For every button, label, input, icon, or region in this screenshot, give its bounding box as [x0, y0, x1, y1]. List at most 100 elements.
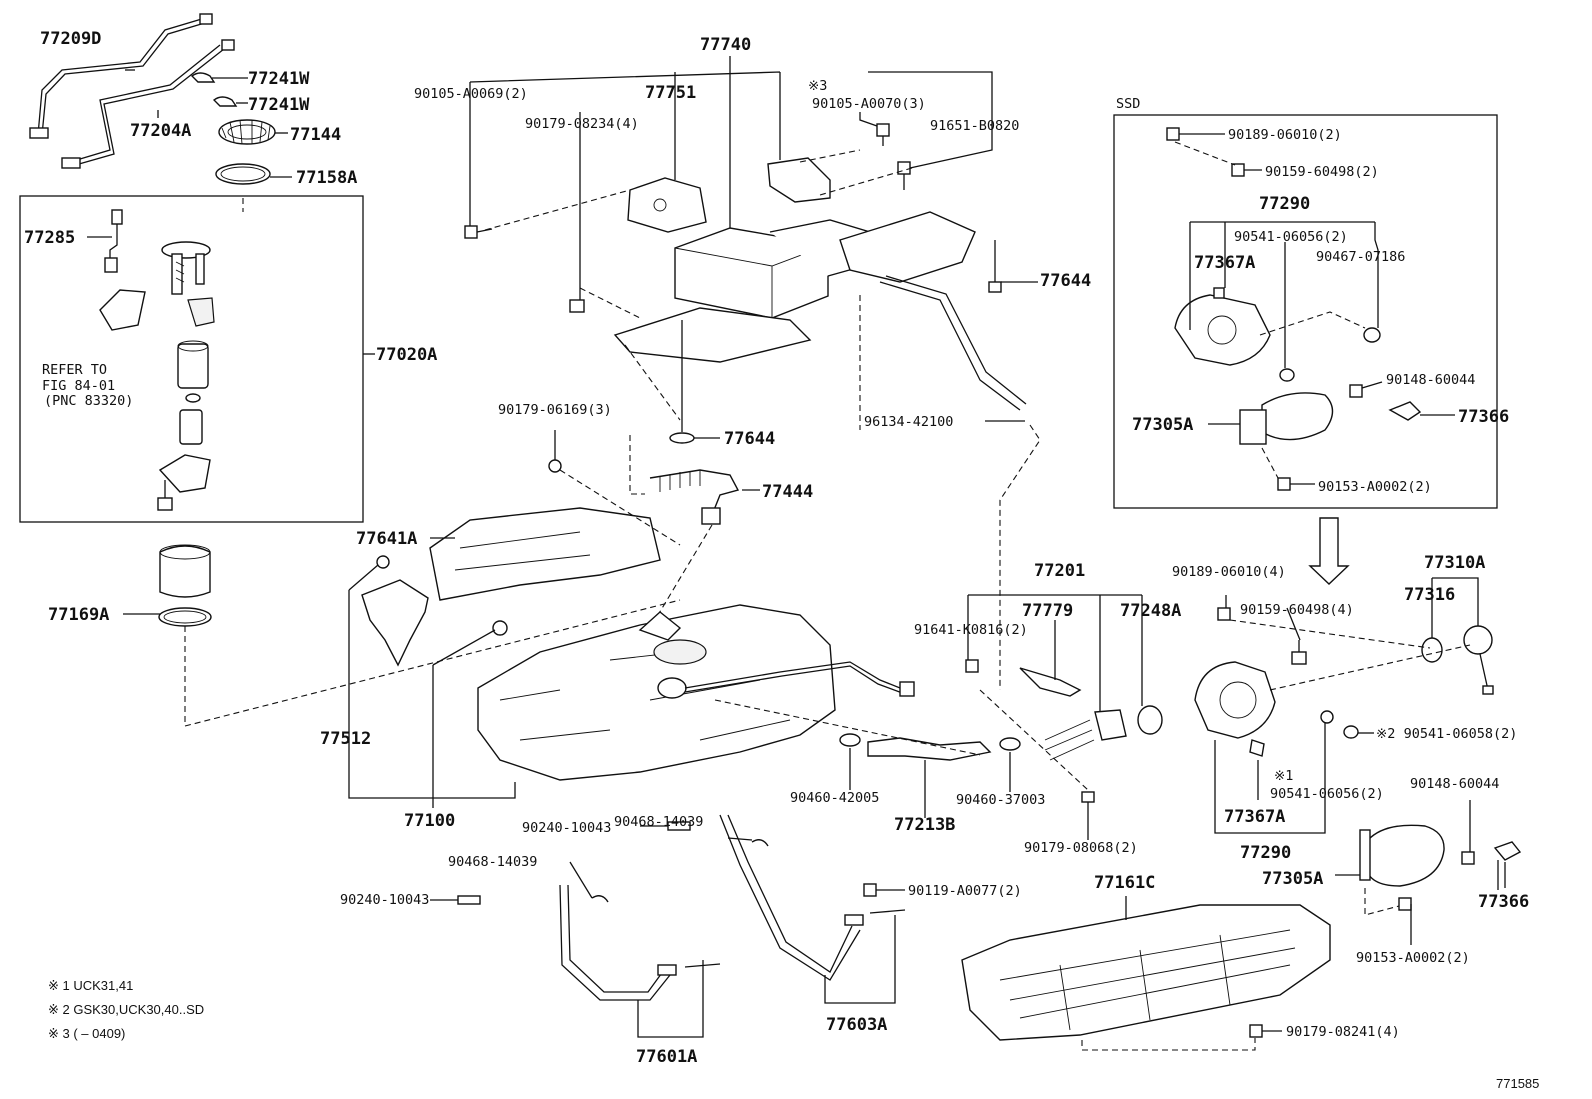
label-77310A: 77310A: [1424, 553, 1485, 573]
label-90460-37003: 90460-37003: [956, 792, 1045, 808]
wire-harness-77285: [104, 209, 123, 273]
figure-id: 771585: [1496, 1076, 1539, 1091]
label-77512: 77512: [320, 729, 371, 749]
label-77201: 77201: [1034, 561, 1085, 581]
label-77204A: 77204A: [130, 121, 191, 141]
label-77169A: 77169A: [48, 605, 109, 625]
nut-77512-b: [492, 620, 508, 636]
label-77366-ssd: 77366: [1458, 407, 1509, 427]
label-90159-60498: 90159-60498(4): [1240, 602, 1354, 618]
protector-77512: [361, 579, 429, 667]
label-77366: 77366: [1478, 892, 1529, 912]
note1-marker: ※1: [1274, 768, 1293, 784]
label-77603A: 77603A: [826, 1015, 887, 1035]
bolt-90179-08241: [1249, 1024, 1263, 1038]
fuel-filter-77169A: [158, 544, 212, 627]
strap-77603A: [719, 814, 906, 981]
fuel-line-77204A: [61, 39, 235, 169]
canister-77740: [613, 219, 881, 363]
refer-text-1: REFER TO: [42, 362, 107, 378]
label-90179-06169: 90179-06169(3): [498, 402, 612, 418]
label-77751: 77751: [645, 83, 696, 103]
label-90541-06056: 90541-06056(2): [1270, 786, 1384, 802]
strap-77601A: [559, 884, 721, 1001]
bolts-canister: [464, 123, 1002, 444]
fuel-line-77209D: [29, 13, 213, 139]
label-77601A: 77601A: [636, 1047, 697, 1067]
ssd-box: [1113, 114, 1498, 509]
clip-77241W-upper: [190, 72, 216, 83]
hose-77213B: [839, 733, 1021, 761]
label-90105-A0070: 90105-A0070(3): [812, 96, 926, 112]
label-90468-14039-a: 90468-14039: [614, 814, 703, 830]
label-77158A: 77158A: [296, 168, 357, 188]
label-77290-ssd: 77290: [1259, 194, 1310, 214]
ring-77144: [218, 119, 276, 145]
cap-77310A: [1421, 625, 1494, 695]
clip-77241W-lower: [212, 96, 238, 107]
label-96134-42100: 96134-42100: [864, 414, 953, 430]
label-ssd: SSD: [1116, 96, 1140, 112]
footnote-2: ※ 2 GSK30,UCK30,40..SD: [48, 1002, 204, 1017]
filler-pipe-77201: [965, 659, 1163, 761]
label-77100: 77100: [404, 811, 455, 831]
label-77779: 77779: [1022, 601, 1073, 621]
ssd-parts: [1166, 127, 1455, 491]
bracket-right: [839, 211, 1027, 411]
label-77305A-ssd: 77305A: [1132, 415, 1193, 435]
label-90189-06010-ssd: 90189-06010(2): [1228, 127, 1342, 143]
label-91641-K0816: 91641-K0816(2): [914, 622, 1028, 638]
ssd-arrow: [1308, 517, 1350, 585]
label-90468-14039-b: 90468-14039: [448, 854, 537, 870]
bolt-90240-b: [457, 895, 481, 905]
label-90153-A0002: 90153-A0002(2): [1356, 950, 1470, 966]
label-90179-08234: 90179-08234(4): [525, 116, 639, 132]
label-77248A: 77248A: [1120, 601, 1181, 621]
bolt-90119: [863, 883, 877, 897]
pump-assembly-box: [19, 195, 364, 523]
label-77367A-ssd: 77367A: [1194, 253, 1255, 273]
label-77316: 77316: [1404, 585, 1455, 605]
label-90179-08068: 90179-08068(2): [1024, 840, 1138, 856]
label-90105-A0069: 90105-A0069(2): [414, 86, 528, 102]
label-77644-lower: 77644: [724, 429, 775, 449]
clip-90468-a: [751, 839, 769, 847]
fuel-lid-77305A: [1359, 824, 1522, 911]
bracket-91651: [767, 157, 831, 203]
gasket-77158A: [215, 163, 271, 185]
footnote-3: ※ 3 ( – 0409): [48, 1026, 125, 1041]
label-90467-07186: 90467-07186: [1316, 249, 1405, 265]
hose-77444: [649, 469, 740, 525]
label-77290: 77290: [1240, 843, 1291, 863]
label-77213B: 77213B: [894, 815, 955, 835]
label-77740: 77740: [700, 35, 751, 55]
filler-box-77290: [1194, 607, 1374, 757]
refer-text-3: (PNC 83320): [44, 393, 133, 409]
clip-90468-b: [591, 895, 609, 903]
label-90159-60498-ssd: 90159-60498(2): [1265, 164, 1379, 180]
refer-text-2: FIG 84-01: [42, 378, 115, 394]
under-guard-77161C: [961, 904, 1331, 1041]
label-77020A: 77020A: [376, 345, 437, 365]
label-77367A: 77367A: [1224, 807, 1285, 827]
fuel-tank-77100: [477, 604, 915, 781]
label-90460-42005: 90460-42005: [790, 790, 879, 806]
label-90148-60044: 90148-60044: [1410, 776, 1499, 792]
label-91651-B0820: 91651-B0820: [930, 118, 1019, 134]
label-90148-60044-ssd: 90148-60044: [1386, 372, 1475, 388]
label-90240-10043-b: 90240-10043: [340, 892, 429, 908]
label-77285: 77285: [24, 228, 75, 248]
label-77241W-lower: 77241W: [248, 95, 310, 115]
protector-77641A: [429, 507, 661, 601]
label-77209D: 77209D: [40, 29, 101, 49]
note3-marker: ※3: [808, 78, 827, 94]
nut-77512-a: [376, 555, 390, 569]
footnote-1: ※ 1 UCK31,41: [48, 978, 133, 993]
label-77305A: 77305A: [1262, 869, 1323, 889]
label-90240-10043-a: 90240-10043: [522, 820, 611, 836]
label-77161C: 77161C: [1094, 873, 1155, 893]
label-77241W-upper: 77241W: [248, 69, 310, 89]
label-77144: 77144: [290, 125, 341, 145]
label-90153-A0002-ssd: 90153-A0002(2): [1318, 479, 1432, 495]
